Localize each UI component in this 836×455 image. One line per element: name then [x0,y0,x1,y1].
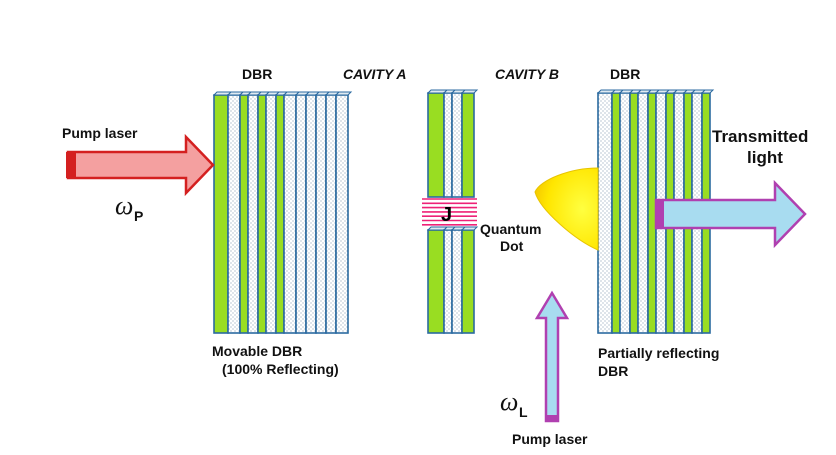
dotted-layer-11 [325,94,337,334]
movable-dbr-stack [212,91,353,334]
right-dotted-layer-4 [637,92,649,334]
mid-top-layer-2 [451,92,463,198]
pump-laser-left-label: Pump laser [62,125,138,141]
dbr-left-label: DBR [242,66,272,82]
dotted-layer-9 [305,94,317,334]
omega-p-subscript: P [134,208,143,224]
mid-bottom-layer-2 [451,229,463,334]
quantum-dot-label-line2: Dot [500,238,524,254]
transmitted-label-line1: Transmitted [712,127,808,146]
movable-dbr-label-line1: Movable DBR [212,343,302,359]
partial-dbr-label-line2: DBR [598,363,628,379]
right-dotted-layer-0 [597,92,613,334]
green-layer-4 [257,94,267,334]
mid-top-layer-0 [427,92,445,198]
omega-l-subscript: L [519,404,528,420]
dotted-layer-12 [335,94,349,334]
pump-laser-bottom-label: Pump laser [512,431,588,447]
right-dotted-layer-2 [619,92,631,334]
dotted-layer-8 [295,94,307,334]
green-layer-2 [239,94,249,334]
partial-dbr-label-line1: Partially reflecting [598,345,719,361]
pump-laser-arrow-left [66,133,215,197]
omega-l-symbol: ω [500,387,518,416]
pump-laser-arrow-bottom [534,290,570,423]
right-green-layer-1 [611,92,621,334]
dotted-layer-12-cap [334,91,353,96]
dotted-layer-3 [247,94,259,334]
mid-top-layer-3 [461,92,475,198]
transmitted-light-arrow [654,179,807,249]
junction-label: J [441,204,452,226]
quantum-dot-shape [534,167,599,251]
movable-dbr-label-line2: (100% Reflecting) [222,361,339,377]
mid-bottom-layer-3-cap [460,226,479,231]
cavity-a-split-layer [426,89,479,334]
dotted-layer-1 [227,94,241,334]
mid-bottom-layer-0 [427,229,445,334]
mid-top-layer-3-cap [460,89,479,94]
dbr-right-label: DBR [610,66,640,82]
dotted-layer-10 [315,94,327,334]
green-layer-0 [213,94,229,334]
cavity-b-label: CAVITY B [495,66,559,82]
cavity-a-label: CAVITY A [343,66,407,82]
junction-region [422,198,477,226]
transmitted-label-line2: light [747,148,783,167]
dotted-layer-5 [265,94,277,334]
mid-top-layer-1 [443,92,453,198]
dotted-layer-7 [283,94,297,334]
right-green-layer-3 [629,92,639,334]
mid-bottom-layer-1 [443,229,453,334]
quantum-dot-label-line1: Quantum [480,221,541,237]
mid-bottom-layer-3 [461,229,475,334]
green-layer-6 [275,94,285,334]
right-green-layer-11-cap [700,89,715,94]
omega-p-symbol: ω [115,191,133,220]
